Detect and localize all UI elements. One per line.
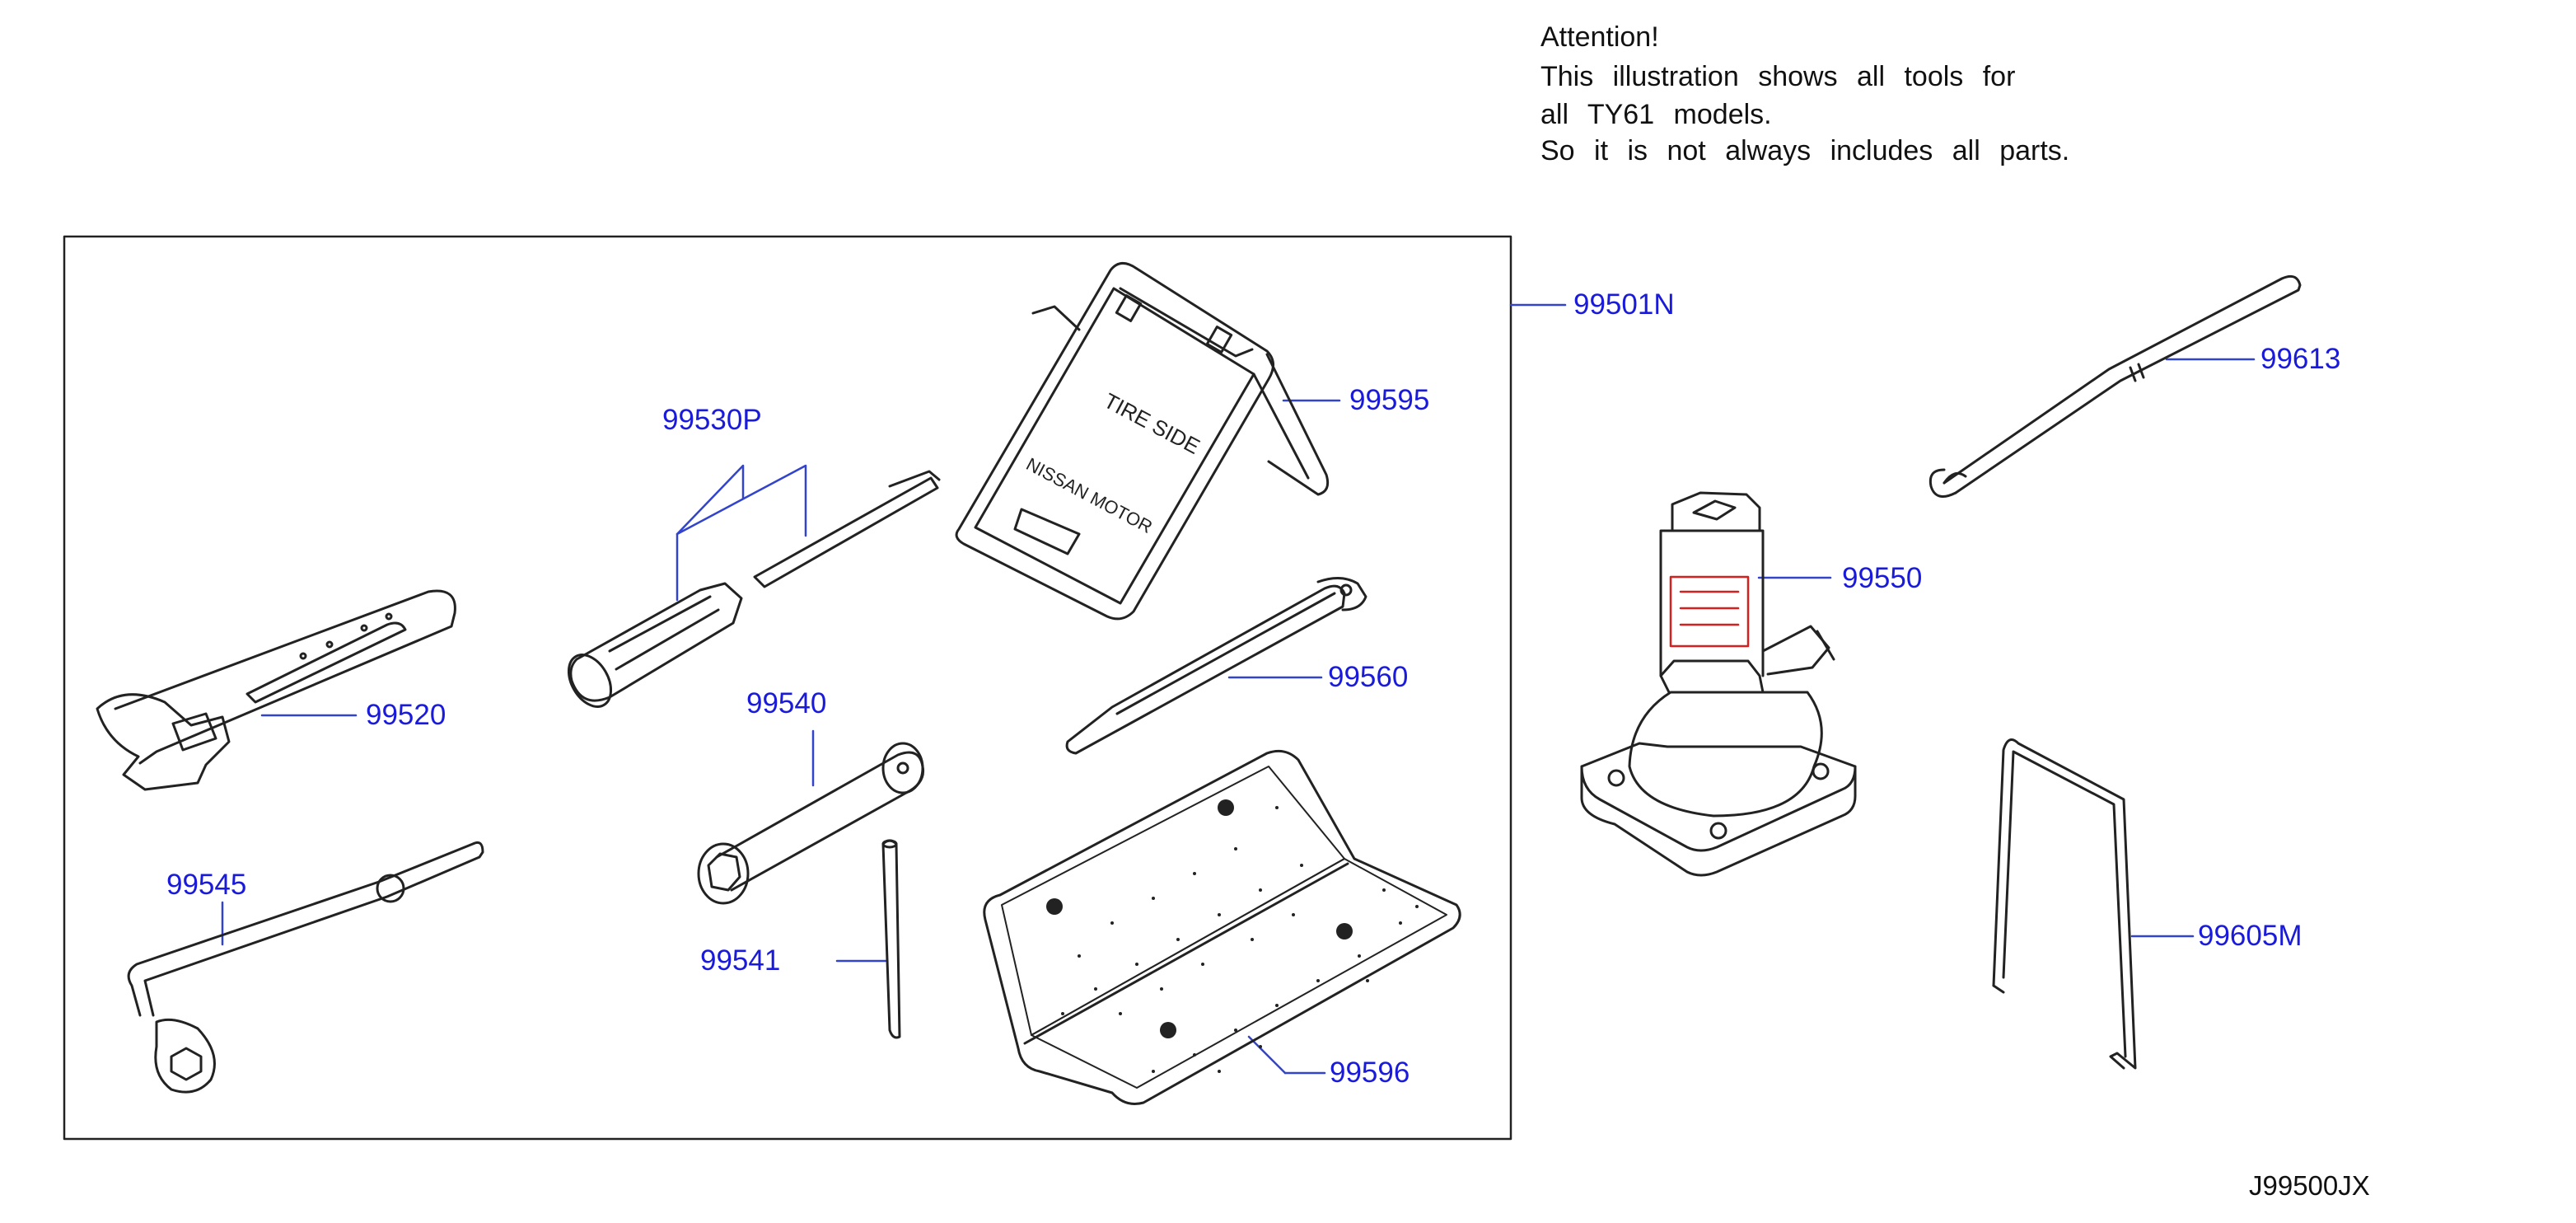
catalog-code: J99500JX — [2249, 1170, 2370, 1201]
callout-99545[interactable]: 99545 — [166, 869, 247, 901]
callout-99595[interactable]: 99595 — [1349, 384, 1430, 416]
notice-line: all TY61 models. — [1540, 99, 1772, 130]
jack-handle-illustration — [1928, 274, 2302, 498]
callout-99530p[interactable]: 99530P — [662, 404, 762, 436]
tire-gauge-illustration — [1065, 577, 1367, 755]
jack-bracket-illustration — [1992, 738, 2137, 1070]
lug-wrench-illustration — [127, 841, 484, 1094]
callout-99501n[interactable]: 99501N — [1573, 288, 1675, 321]
tool-set-frame — [63, 235, 1512, 1141]
jack-illustration — [1580, 491, 1857, 877]
leader-line — [1247, 1035, 1287, 1075]
notice-title: Attention! — [1540, 21, 1659, 53]
socket-wrench-illustration — [697, 742, 925, 905]
tire-side-label: TIRE SIDE — [1100, 388, 1204, 459]
callout-99596[interactable]: 99596 — [1330, 1057, 1410, 1089]
notice-line: So it is not always includes all parts. — [1540, 135, 2070, 166]
tool-bag-illustration — [983, 749, 1461, 1105]
spanner-illustration — [96, 589, 456, 791]
callout-99540[interactable]: 99540 — [746, 687, 827, 719]
callout-99613[interactable]: 99613 — [2260, 343, 2341, 375]
wheel-chock-illustration: TIRE SIDE NISSAN MOTOR — [955, 262, 1330, 621]
leader-line — [676, 464, 745, 602]
callout-99605m[interactable]: 99605M — [2198, 920, 2303, 952]
callout-99541[interactable]: 99541 — [700, 944, 781, 977]
bar-illustration — [881, 839, 901, 1039]
jack-warning-label — [1669, 575, 1750, 648]
callout-99560[interactable]: 99560 — [1328, 661, 1409, 693]
callout-99520[interactable]: 99520 — [366, 699, 446, 731]
screwdriver-illustration — [567, 470, 941, 708]
leader-line — [676, 464, 807, 537]
leader-lines — [221, 303, 2256, 1075]
callout-99550[interactable]: 99550 — [1842, 562, 1923, 594]
notice-line: This illustration shows all tools for — [1540, 61, 2016, 92]
brand-label: NISSAN MOTOR — [1023, 453, 1156, 537]
